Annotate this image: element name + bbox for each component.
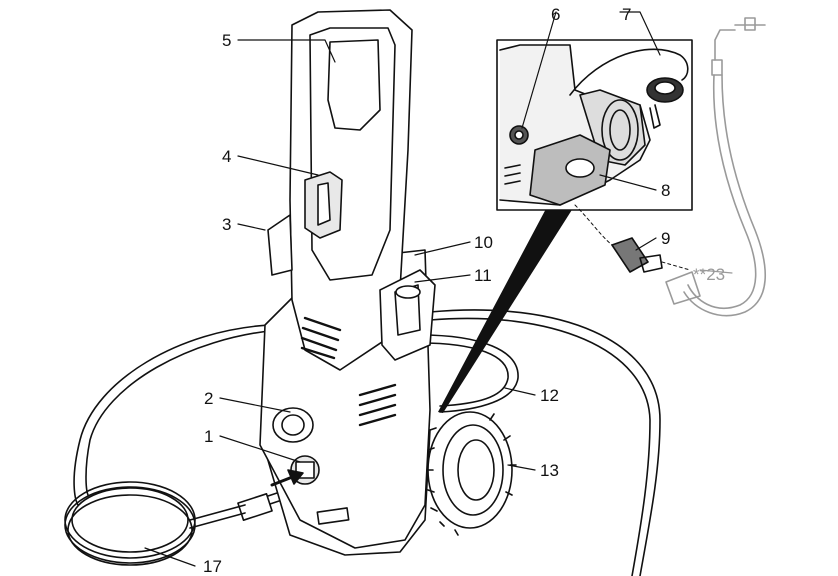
- callout-12: 12: [540, 386, 559, 405]
- callout-7: 7: [622, 5, 631, 24]
- garden-hose-and-tap: [665, 17, 767, 317]
- callout-23: **23: [693, 265, 725, 284]
- callout-4: 4: [222, 147, 231, 166]
- pressure-washer-body: [259, 9, 436, 556]
- hose-coil-small: [64, 481, 301, 566]
- wheel: [426, 411, 517, 536]
- connection-arrow-head: [287, 469, 304, 485]
- callout-5: 5: [222, 31, 231, 50]
- hose-coil-large: [73, 309, 661, 576]
- leader-lines: [144, 11, 733, 567]
- callout-3: 3: [222, 215, 231, 234]
- callout-6: 6: [551, 5, 560, 24]
- callout-13: 13: [540, 461, 559, 480]
- callout-8: 8: [661, 181, 670, 200]
- callout-1: 1: [204, 427, 213, 446]
- detail-inset: [496, 39, 693, 211]
- callout-11: 11: [474, 266, 492, 285]
- inlet-adapter: [574, 204, 691, 273]
- callout-17: 17: [203, 557, 222, 576]
- callout-2: 2: [204, 389, 213, 408]
- zoom-indicator: [438, 205, 575, 413]
- callout-10: 10: [474, 233, 493, 252]
- callout-9: 9: [661, 229, 670, 248]
